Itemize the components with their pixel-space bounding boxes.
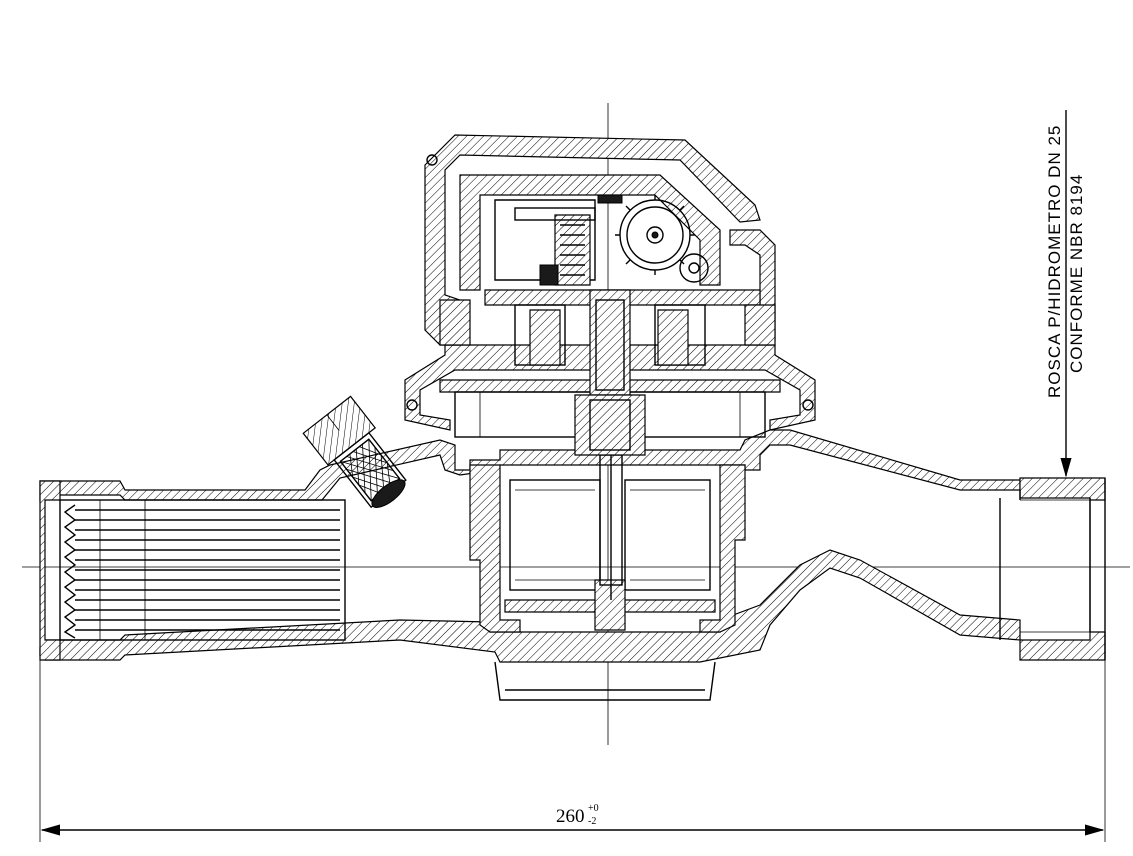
regulating-screw-assembly xyxy=(302,395,407,509)
tolerance-upper: +0 xyxy=(588,803,599,814)
tolerance-lower: -2 xyxy=(588,816,596,827)
thread-note-line2: CONFORME NBR 8194 xyxy=(1067,174,1086,373)
meter-body-housing xyxy=(39,429,1106,701)
inlet-strainer-screen xyxy=(59,499,346,641)
thread-note: ROSCA P/HIDROMETRO DN 25 CONFORME NBR 81… xyxy=(1045,110,1086,478)
thread-note-line1: ROSCA P/HIDROMETRO DN 25 xyxy=(1045,125,1064,398)
measuring-chamber xyxy=(469,420,746,633)
overall-length-dimension: 260 +0 -2 xyxy=(39,655,1106,842)
overall-length-value: 260 xyxy=(556,806,585,827)
register-housing xyxy=(424,134,776,456)
register-gear-train xyxy=(514,194,709,286)
